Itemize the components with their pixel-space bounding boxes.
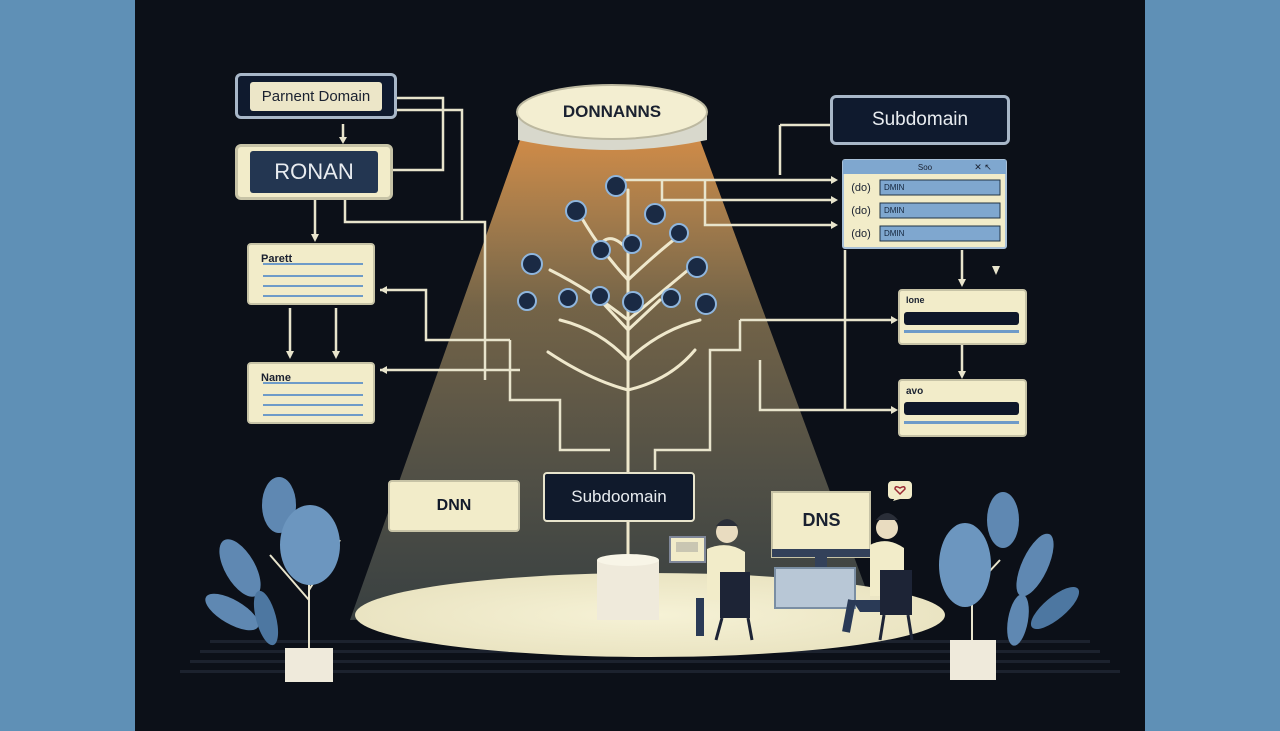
name-card-label: Name	[261, 372, 291, 384]
card-line	[263, 404, 363, 406]
card-line	[263, 414, 363, 416]
ronan-box[interactable]: RONAN	[235, 144, 393, 200]
parent-domain-box[interactable]: Parnent Domain	[235, 73, 397, 119]
plant-icon-right	[939, 492, 1080, 680]
card-line	[263, 382, 363, 384]
card-line	[263, 263, 363, 265]
left-margin	[0, 0, 135, 731]
row-label-3: (do)	[851, 227, 871, 240]
domain-window	[842, 159, 1007, 249]
plant-icon	[205, 477, 341, 682]
donnanns-label: DONNANNS	[562, 102, 662, 121]
lamp-icon	[516, 84, 708, 150]
name-card[interactable]: Name	[247, 362, 375, 424]
pedestal	[597, 554, 659, 620]
subdomain-top-box[interactable]: Subdomain	[830, 95, 1010, 145]
ronan-label: RONAN	[250, 151, 378, 193]
parent-card[interactable]: Parett	[247, 243, 375, 305]
subdomain-mid-box[interactable]: Subdoomain	[543, 472, 695, 522]
card-line	[263, 275, 363, 277]
row-label-2: (do)	[851, 204, 871, 217]
dns-screen-label: DNS	[802, 509, 841, 530]
person-laptop-icon	[669, 519, 754, 641]
card-line	[263, 285, 363, 287]
tree-nodes	[517, 175, 717, 315]
card-line	[263, 394, 363, 396]
row-value-3[interactable]: DMIN	[884, 229, 905, 238]
dnn-label: DNN	[436, 497, 472, 514]
right-cards	[898, 289, 1027, 437]
connector-lines	[288, 96, 964, 470]
right-card-1-label: lone	[906, 295, 925, 305]
row-value-1[interactable]: DMIN	[884, 183, 905, 192]
row-value-2[interactable]: DMIN	[884, 206, 905, 215]
window-controls-icon[interactable]: ✕ ↖	[974, 161, 992, 172]
subdomain-top-label: Subdomain	[871, 109, 969, 130]
parent-domain-label: Parnent Domain	[249, 81, 383, 111]
window-title: Soo	[917, 162, 933, 172]
arrow-heads	[286, 137, 1000, 414]
dnn-box[interactable]: DNN	[388, 480, 520, 532]
right-card-2-label: avo	[906, 385, 924, 397]
right-margin	[1145, 0, 1280, 731]
monitor-icon	[771, 491, 871, 609]
parent-card-label: Parett	[261, 253, 293, 265]
subdomain-mid-label: Subdoomain	[571, 487, 667, 506]
card-line	[263, 295, 363, 297]
row-label-1: (do)	[851, 181, 871, 194]
person-icon	[842, 513, 914, 641]
heart-icon	[888, 481, 912, 501]
